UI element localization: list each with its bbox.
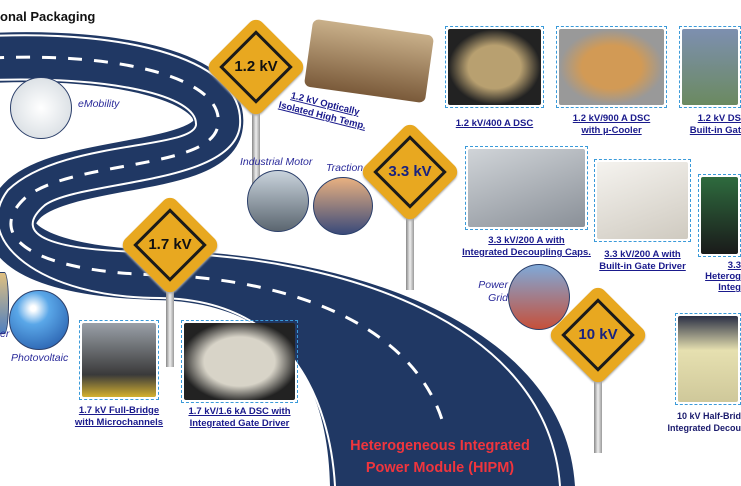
module-3-3kv-caps-image [465, 146, 588, 230]
photovoltaic-image [9, 290, 69, 350]
industrial-motor-image [247, 170, 309, 232]
module-10kv-image [675, 313, 741, 405]
module-3-3kv-hetero-image [698, 174, 741, 257]
page-title: onal Packaging [0, 9, 96, 24]
traction-image [313, 177, 373, 235]
power-grid-image [508, 264, 570, 330]
lane-dashes [0, 55, 447, 431]
emobility-label: eMobility [78, 98, 120, 110]
module-1-2kv-400a-image [445, 26, 544, 108]
photovoltaic-label: Photovoltaic [11, 352, 69, 364]
module-1-2kv-900a-image [556, 26, 667, 108]
traction-label: Traction [326, 162, 364, 174]
partial-left-image [0, 272, 9, 334]
module-1-2kv-gate-driver-image [679, 26, 741, 108]
module-1-7kv-1-6ka-image [181, 320, 298, 403]
emobility-image [10, 77, 72, 139]
partial-left-label: er [0, 328, 10, 340]
industrial-motor-label: Industrial Motor [240, 156, 313, 168]
module-1-7kv-full-bridge-image [79, 320, 159, 400]
module-3-3kv-gate-driver-image [594, 159, 691, 242]
road-bottom-wide [150, 250, 575, 486]
module-1-2kv-400a-caption: 1.2 kV/400 A DSC [455, 118, 534, 129]
